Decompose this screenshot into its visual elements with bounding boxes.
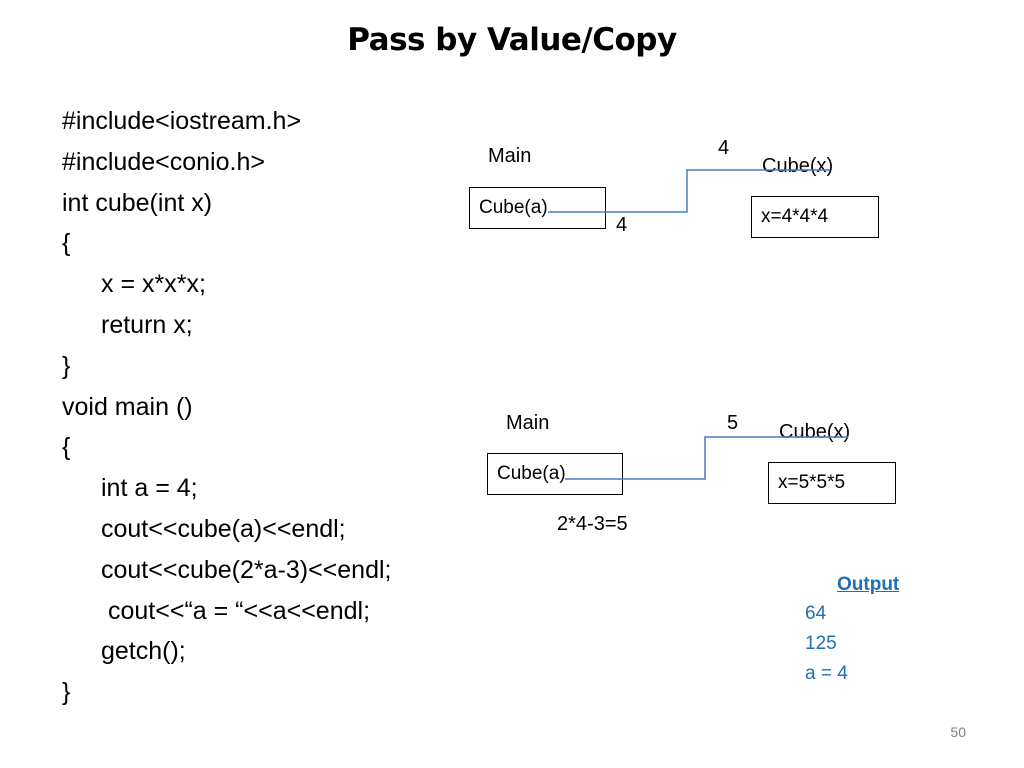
diagram1-main-label: Main	[488, 145, 532, 167]
code-line: int a = 4;	[101, 474, 198, 503]
code-line: return x;	[101, 310, 193, 339]
diagram1-callee-box: x=4*4*4	[751, 196, 879, 238]
code-line: void main ()	[62, 392, 193, 421]
page-number: 50	[950, 724, 966, 740]
code-line: getch();	[101, 637, 186, 666]
output-title: Output	[837, 574, 900, 595]
output-line: 125	[805, 633, 837, 654]
diagram1-callee-label: Cube(x)	[762, 155, 834, 177]
code-line: cout<<cube(a)<<endl;	[101, 514, 346, 543]
diagram1-caller-box: Cube(a)	[469, 187, 606, 229]
diagram2-expression: 2*4-3=5	[557, 513, 628, 535]
diagram2-callee-box: x=5*5*5	[768, 462, 896, 504]
code-line: }	[62, 678, 71, 707]
code-line: #include<conio.h>	[62, 147, 265, 176]
code-line: {	[62, 229, 71, 258]
diagram2-callee-label: Cube(x)	[779, 421, 851, 443]
code-line: }	[62, 351, 71, 380]
slide-title: Pass by Value/Copy	[347, 22, 677, 58]
output-line: 64	[805, 603, 827, 624]
diagram2-arg-value-top: 5	[727, 412, 739, 434]
code-block: #include<iostream.h> #include<conio.h> i…	[62, 101, 392, 713]
code-line: #include<iostream.h>	[62, 107, 302, 135]
diagram2-main-label: Main	[506, 412, 550, 434]
diagram1-arg-value-bottom: 4	[616, 214, 628, 236]
diagram1-arg-value-top: 4	[718, 137, 730, 159]
code-line: x = x*x*x;	[101, 270, 206, 299]
code-line: cout<<“a = “<<a<<endl;	[108, 596, 371, 625]
code-line: int cube(int x)	[62, 188, 213, 217]
output-panel: Output 64 125 a = 4	[805, 571, 899, 689]
output-line: a = 4	[805, 663, 848, 684]
code-line: cout<<cube(2*a-3)<<endl;	[101, 555, 392, 584]
code-line: {	[62, 433, 71, 462]
diagram2-caller-box: Cube(a)	[487, 453, 623, 495]
